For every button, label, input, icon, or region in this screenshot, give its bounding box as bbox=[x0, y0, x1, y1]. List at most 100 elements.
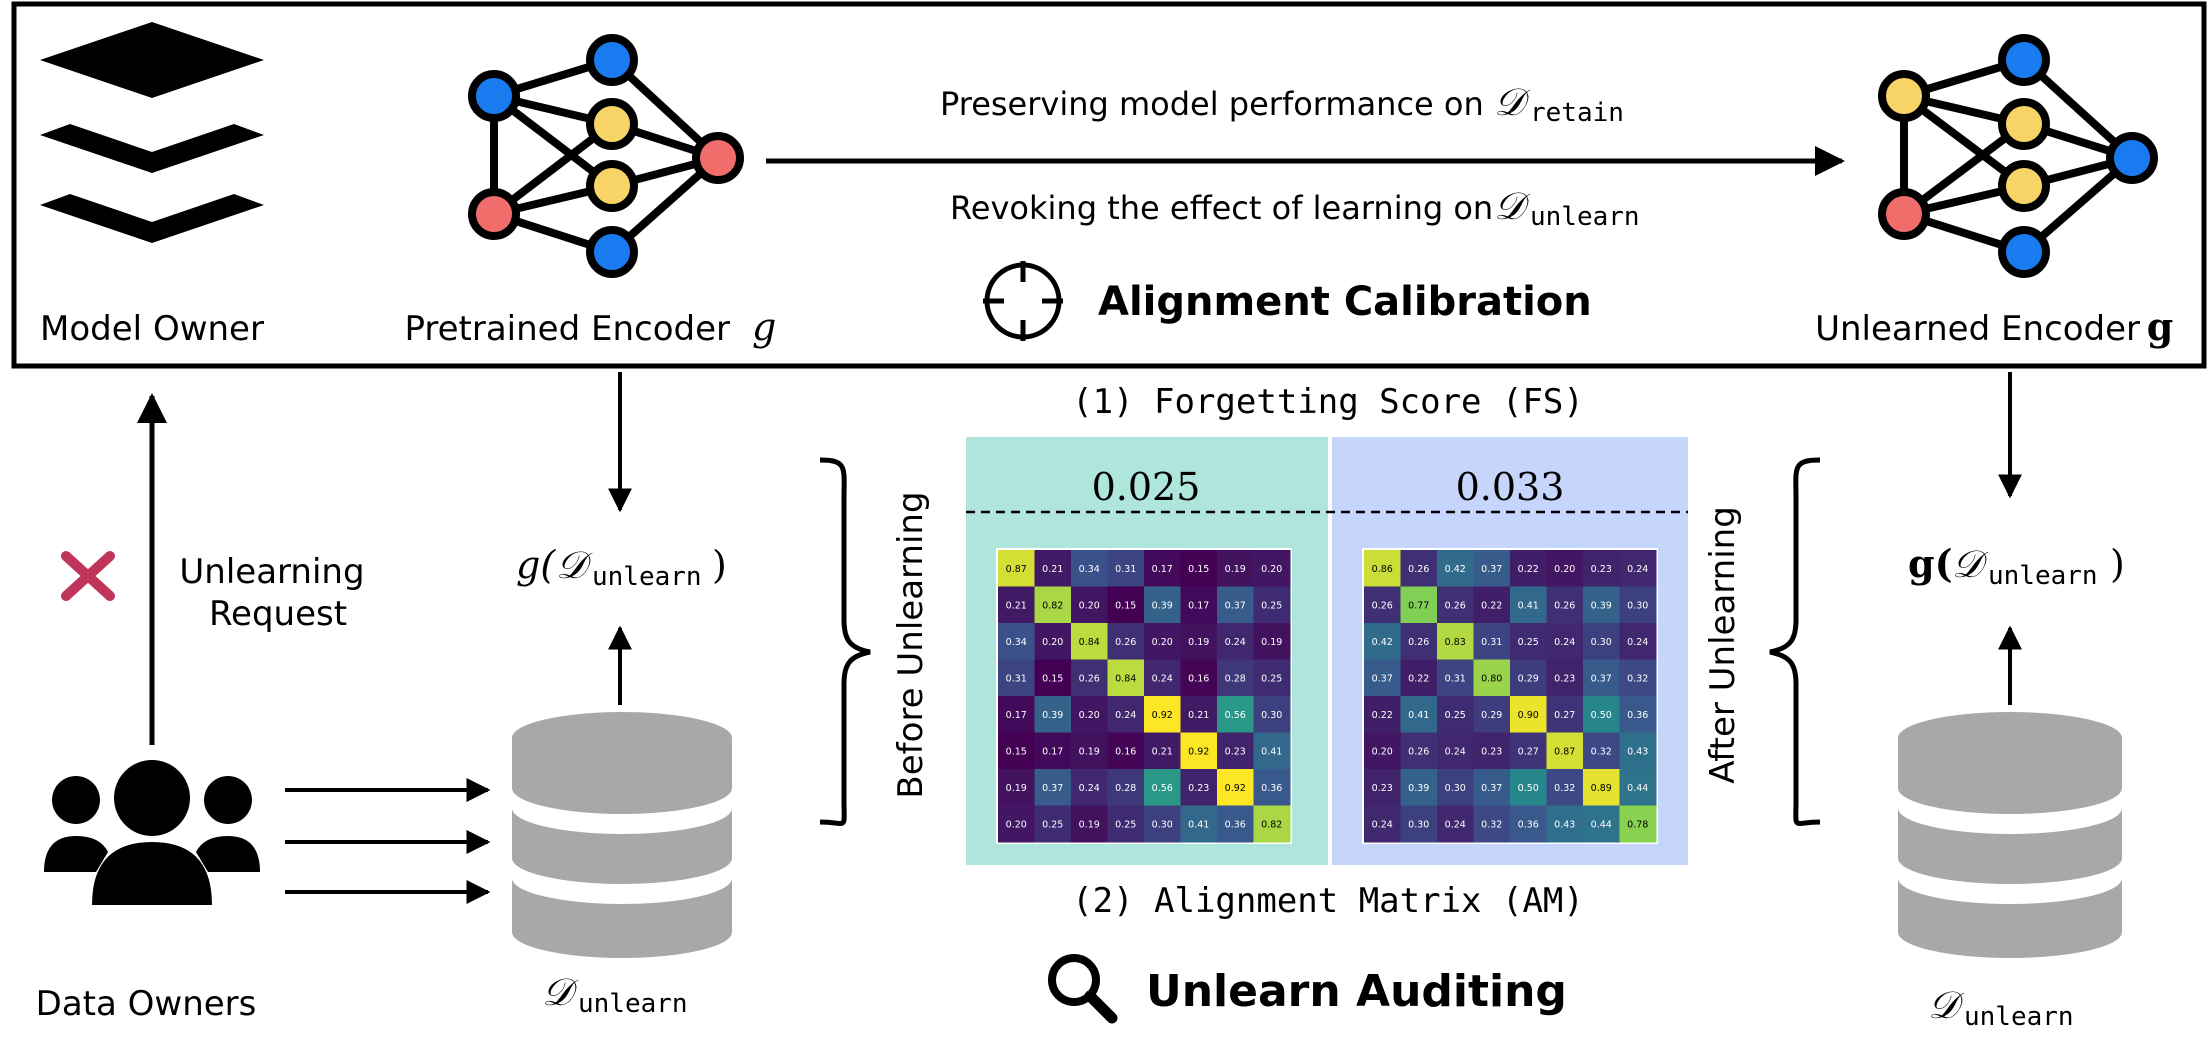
heatmap-cell-label: 0.90 bbox=[1518, 710, 1539, 721]
heatmap-cell bbox=[1217, 769, 1254, 806]
heatmap-cell-label: 0.30 bbox=[1627, 600, 1648, 611]
heatmap-cell bbox=[1400, 732, 1438, 770]
heatmap-cell-label: 0.36 bbox=[1225, 819, 1246, 830]
heatmap-cell bbox=[1619, 696, 1657, 733]
heatmap-cell-label: 0.22 bbox=[1408, 673, 1429, 684]
heatmap-cell bbox=[1364, 769, 1401, 806]
heatmap-cell bbox=[1364, 550, 1401, 587]
heatmap-cell bbox=[1034, 550, 1072, 587]
heatmap-cell-label: 0.15 bbox=[1042, 673, 1063, 684]
preserve-text: Preserving model performance on bbox=[940, 85, 1484, 123]
heatmap-cell-label: 0.19 bbox=[1188, 637, 1209, 648]
top-panel-frame bbox=[11, 1, 2207, 369]
stack-layers-icon bbox=[40, 22, 264, 243]
heatmap-cell bbox=[1107, 805, 1145, 843]
heatmap-cell bbox=[1217, 659, 1254, 697]
heatmap-cell bbox=[1071, 696, 1108, 733]
heatmap-cell-label: 0.20 bbox=[1152, 637, 1173, 648]
heatmap-cell-label: 0.22 bbox=[1372, 710, 1393, 721]
heatmap-cell bbox=[1107, 696, 1145, 733]
heatmap-cell-label: 0.30 bbox=[1152, 819, 1173, 830]
heatmap-cell-label: 0.20 bbox=[1261, 564, 1282, 575]
heatmap-cell-label: 0.26 bbox=[1079, 673, 1100, 684]
heatmap-cell-label: 0.37 bbox=[1591, 673, 1612, 684]
heatmap-cell bbox=[1071, 659, 1108, 697]
heatmap-cell bbox=[1619, 550, 1657, 587]
unlearn-auditing-title: Unlearn Auditing bbox=[1146, 966, 1567, 1017]
heatmap-cell-label: 0.30 bbox=[1445, 783, 1466, 794]
heatmap-cell bbox=[1144, 586, 1181, 624]
left-embedding-close: ) bbox=[712, 543, 727, 587]
retain-set-subscript: retain bbox=[1530, 98, 1624, 128]
heatmap-cell-label: 0.83 bbox=[1445, 637, 1466, 648]
heatmap-cell-label: 0.27 bbox=[1518, 746, 1539, 757]
heatmap-cell-label: 0.22 bbox=[1518, 564, 1539, 575]
heatmap-cell bbox=[998, 805, 1035, 843]
heatmap-cell bbox=[1144, 550, 1181, 587]
heatmap-cell-label: 0.25 bbox=[1261, 673, 1282, 684]
heatmap-cell-label: 0.50 bbox=[1518, 783, 1539, 794]
heatmap-cell bbox=[1364, 586, 1401, 624]
heatmap-cell-label: 0.37 bbox=[1481, 564, 1502, 575]
heatmap-cell bbox=[1107, 623, 1145, 660]
heatmap-cell bbox=[1546, 550, 1584, 587]
cross-icon bbox=[61, 551, 115, 601]
heatmap-cell-label: 0.78 bbox=[1627, 819, 1648, 830]
unlearned-encoder-label: Unlearned Encoder bbox=[1815, 309, 2140, 349]
heatmap-cell bbox=[1180, 659, 1218, 697]
heatmap-cell bbox=[1473, 659, 1511, 697]
heatmap-cell-label: 0.23 bbox=[1188, 783, 1209, 794]
heatmap-cell-label: 0.26 bbox=[1408, 637, 1429, 648]
heatmap-cell bbox=[1034, 659, 1072, 697]
heatmap-cell-label: 0.25 bbox=[1518, 637, 1539, 648]
heatmap-cell-label: 0.84 bbox=[1079, 637, 1100, 648]
heatmap-cell-label: 0.19 bbox=[1079, 819, 1100, 830]
heatmap-cell-label: 0.31 bbox=[1481, 637, 1502, 648]
database-icon bbox=[1898, 712, 2122, 958]
right-embedding-set: 𝒟 bbox=[1952, 542, 1989, 586]
heatmap-cell-label: 0.30 bbox=[1408, 819, 1429, 830]
heatmap-cell-label: 0.37 bbox=[1225, 600, 1246, 611]
heatmap-cell-label: 0.20 bbox=[1042, 637, 1063, 648]
heatmap-cell bbox=[1034, 805, 1072, 843]
heatmap-cell-label: 0.42 bbox=[1372, 637, 1393, 648]
revoke-text: Revoking the effect of learning on bbox=[950, 189, 1493, 227]
right-dataset-subscript: unlearn bbox=[1964, 1002, 2074, 1032]
heatmap-cell bbox=[1473, 696, 1511, 733]
heatmap-cell-label: 0.26 bbox=[1554, 600, 1575, 611]
heatmap-cell-label: 0.44 bbox=[1627, 783, 1648, 794]
left-dataset-label: 𝒟 bbox=[542, 970, 579, 1014]
heatmap-cell-label: 0.26 bbox=[1408, 564, 1429, 575]
heatmap-cell bbox=[998, 769, 1035, 806]
heatmap-cell bbox=[1364, 623, 1401, 660]
heatmap-cell bbox=[1364, 732, 1401, 770]
left-dataset-subscript: unlearn bbox=[578, 989, 688, 1019]
heatmap-cell-label: 0.37 bbox=[1042, 783, 1063, 794]
heatmap-cell bbox=[1217, 550, 1254, 587]
heatmap-cell-label: 0.21 bbox=[1152, 746, 1173, 757]
heatmap-cell-label: 0.23 bbox=[1225, 746, 1246, 757]
retain-set-symbol: 𝒟 bbox=[1494, 80, 1531, 124]
heatmap-cell-label: 0.25 bbox=[1042, 819, 1063, 830]
heatmap-cell bbox=[1144, 623, 1181, 660]
heatmap-cell-label: 0.44 bbox=[1591, 819, 1612, 830]
heatmap-cell bbox=[1034, 696, 1072, 733]
right-embedding-g: g( bbox=[1908, 541, 1953, 586]
left-embedding-set: 𝒟 bbox=[556, 543, 593, 587]
heatmap-cell-label: 0.17 bbox=[1006, 710, 1027, 721]
heatmap-cell bbox=[1107, 586, 1145, 624]
heatmap-cell-label: 0.19 bbox=[1079, 746, 1100, 757]
forgetting-score-title: (1) Forgetting Score (FS) bbox=[1072, 382, 1584, 422]
heatmap-cell-label: 0.89 bbox=[1591, 783, 1612, 794]
heatmap-cell bbox=[1144, 732, 1181, 770]
heatmap-cell-label: 0.82 bbox=[1261, 819, 1282, 830]
right-embedding-subscript: unlearn bbox=[1988, 561, 2098, 591]
heatmap-cell bbox=[1510, 659, 1547, 697]
heatmap-cell-label: 0.30 bbox=[1591, 637, 1612, 648]
heatmap-cell bbox=[1107, 659, 1145, 697]
crosshair-icon bbox=[983, 261, 1063, 341]
heatmap-cell-label: 0.24 bbox=[1627, 637, 1648, 648]
heatmap-cell bbox=[1107, 732, 1145, 770]
heatmap-cell-label: 0.36 bbox=[1627, 710, 1648, 721]
unlearning-request-line2: Request bbox=[209, 594, 347, 634]
